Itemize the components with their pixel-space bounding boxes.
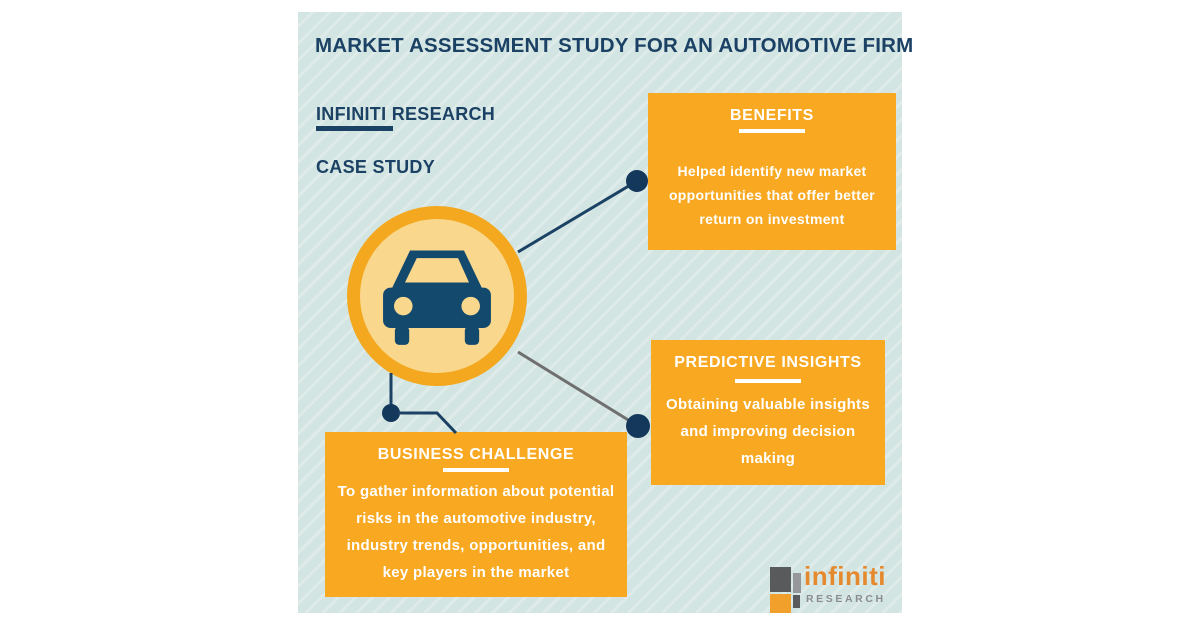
challenge-connector-line [398,411,458,435]
logo-mark-small-dark-icon [793,595,800,608]
business-challenge-box: BUSINESS CHALLENGE To gather information… [325,432,627,597]
benefits-connector-dot [626,170,648,192]
challenge-connector-dot [382,404,400,422]
predictive-insights-box: PREDICTIVE INSIGHTS Obtaining valuable i… [651,340,885,485]
benefits-connector-line [517,179,638,254]
business-challenge-title: BUSINESS CHALLENGE [377,446,575,463]
predictive-connector-line [517,350,639,428]
predictive-insights-title: PREDICTIVE INSIGHTS [674,354,862,371]
benefits-title-underline [739,129,805,133]
page-title: MARKET ASSESSMENT STUDY FOR AN AUTOMOTIV… [315,34,914,57]
predictive-connector-dot [626,414,650,438]
logo-wordmark: infiniti [804,561,886,591]
car-icon [383,250,491,345]
predictive-insights-body: Obtaining valuable insights and improvin… [666,396,870,467]
logo-subtext: RESEARCH [806,593,886,605]
infiniti-research-logo: infiniti RESEARCH [768,553,898,615]
predictive-insights-title-underline [735,379,801,383]
case-study-label: CASE STUDY [316,157,436,177]
brand-underline [316,126,393,131]
business-challenge-body: To gather information about potential ri… [337,483,615,581]
benefits-box: BENEFITS Helped identify new market oppo… [648,93,896,250]
car-badge-circle [347,206,527,386]
logo-mark-dark-square-icon [770,567,791,592]
infographic-panel: MARKET ASSESSMENT STUDY FOR AN AUTOMOTIV… [298,12,914,615]
logo-mark-gray-bar-icon [793,573,801,593]
business-challenge-title-underline [443,468,509,472]
logo-mark-orange-square-icon [770,594,791,613]
benefits-body: Helped identify new market opportunities… [668,163,876,227]
brand-name: INFINITI RESEARCH [316,104,496,124]
benefits-title: BENEFITS [730,107,814,124]
